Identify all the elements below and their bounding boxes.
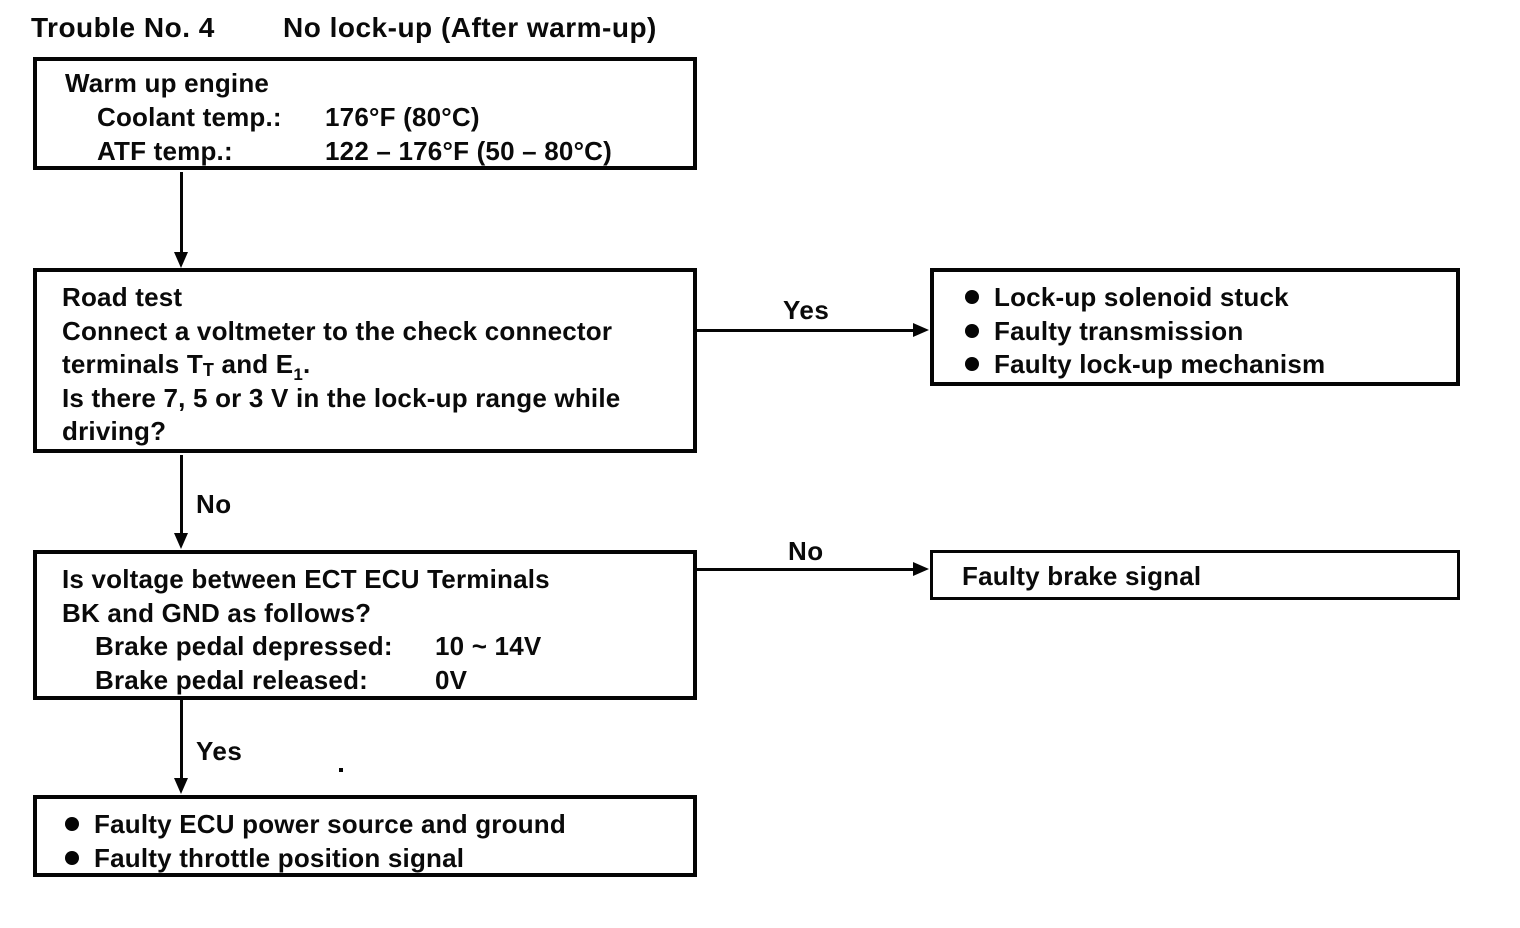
final-cause-1: Faulty ECU power source and ground (94, 809, 566, 839)
box-final-causes: Faulty ECU power source and ground Fault… (33, 795, 697, 877)
page-title: Trouble No. 4 No lock-up (After warm-up) (0, 12, 1520, 46)
bullet-icon (965, 357, 979, 371)
warm-up-title: Warm up engine (65, 68, 270, 98)
box-lockup-causes: Lock-up solenoid stuck Faulty transmissi… (930, 268, 1460, 386)
road-test-line3: terminals TT and E1. (62, 349, 311, 384)
lockup-cause-2: Faulty transmission (994, 315, 1244, 346)
ecu-voltage-line1: Is voltage between ECT ECU Terminals (62, 564, 550, 594)
lockup-causes-list: Lock-up solenoid stuck Faulty transmissi… (965, 281, 1325, 382)
list-item: Faulty ECU power source and ground (65, 808, 566, 842)
road-test-line5: driving? (62, 416, 167, 446)
road-test-line2: Connect a voltmeter to the check connect… (62, 315, 613, 346)
final-cause-2: Faulty throttle position signal (94, 842, 465, 873)
box-road-test: Road test Connect a voltmeter to the che… (33, 268, 697, 453)
brake-depressed-label: Brake pedal depressed: (95, 631, 393, 661)
list-item: Faulty throttle position signal (65, 842, 566, 876)
edge-label-yes-ecu-voltage: Yes (196, 736, 243, 766)
terminal-tt-subscript: T (202, 360, 215, 380)
final-causes-list: Faulty ECU power source and ground Fault… (65, 808, 566, 875)
faulty-brake-signal-text: Faulty brake signal (962, 561, 1202, 591)
box-ecu-voltage-check: Is voltage between ECT ECU Terminals BK … (33, 550, 697, 700)
coolant-temp-value: 176°F (80°C) (325, 102, 480, 132)
edge-label-no-road-test: No (196, 489, 232, 519)
arrow-line-roadtest-to-ecuvoltage (180, 455, 183, 535)
lockup-cause-3: Faulty lock-up mechanism (994, 349, 1326, 379)
brake-released-row: Brake pedal released: 0V (95, 664, 550, 698)
edge-label-yes-road-test: Yes (783, 295, 830, 325)
bullet-icon (65, 850, 79, 865)
arrow-line-ecuvoltage-to-final (180, 700, 183, 780)
list-item: Faulty transmission (965, 315, 1325, 349)
ecu-voltage-text: Is voltage between ECT ECU Terminals BK … (62, 563, 550, 697)
bullet-icon (65, 817, 79, 831)
arrow-head-down-icon (174, 252, 188, 268)
coolant-temp-label: Coolant temp.: (97, 102, 282, 132)
arrow-line-roadtest-to-lockup (697, 329, 915, 332)
atf-temp-row: ATF temp.: 122 – 176°F (50 – 80°C) (97, 135, 612, 169)
arrow-head-down-icon (174, 778, 188, 794)
arrow-line-warmup-to-roadtest (180, 172, 183, 254)
scan-speck (339, 768, 343, 772)
arrow-head-right-icon (913, 562, 929, 576)
arrow-head-right-icon (913, 323, 929, 337)
brake-released-value: 0V (435, 664, 468, 695)
box-warm-up-engine: Warm up engine Coolant temp.: 176°F (80°… (33, 57, 697, 170)
ecu-voltage-line2: BK and GND as follows? (62, 597, 372, 628)
road-test-line1: Road test (62, 282, 183, 312)
brake-depressed-value: 10 ~ 14V (435, 631, 542, 661)
bullet-icon (965, 323, 979, 338)
arrow-line-ecuvoltage-to-brakesignal (697, 568, 915, 571)
terminal-e1-subscript: 1 (293, 365, 303, 384)
brake-depressed-row: Brake pedal depressed: 10 ~ 14V (95, 630, 550, 664)
lockup-cause-1: Lock-up solenoid stuck (994, 282, 1289, 312)
edge-label-no-ecu-voltage: No (788, 536, 824, 566)
box-faulty-brake-signal: Faulty brake signal (930, 550, 1460, 600)
trouble-name: No lock-up (After warm-up) (283, 12, 657, 43)
trouble-number: Trouble No. 4 (31, 12, 215, 43)
atf-temp-value: 122 – 176°F (50 – 80°C) (325, 136, 613, 166)
coolant-temp-row: Coolant temp.: 176°F (80°C) (97, 101, 480, 135)
brake-released-label: Brake pedal released: (95, 664, 369, 695)
list-item: Lock-up solenoid stuck (965, 281, 1325, 315)
list-item: Faulty lock-up mechanism (965, 348, 1325, 382)
arrow-head-down-icon (174, 533, 188, 549)
road-test-text: Road test Connect a voltmeter to the che… (62, 281, 620, 449)
atf-temp-label: ATF temp.: (97, 136, 233, 166)
bullet-icon (965, 290, 979, 304)
road-test-line4: Is there 7, 5 or 3 V in the lock-up rang… (62, 382, 621, 413)
